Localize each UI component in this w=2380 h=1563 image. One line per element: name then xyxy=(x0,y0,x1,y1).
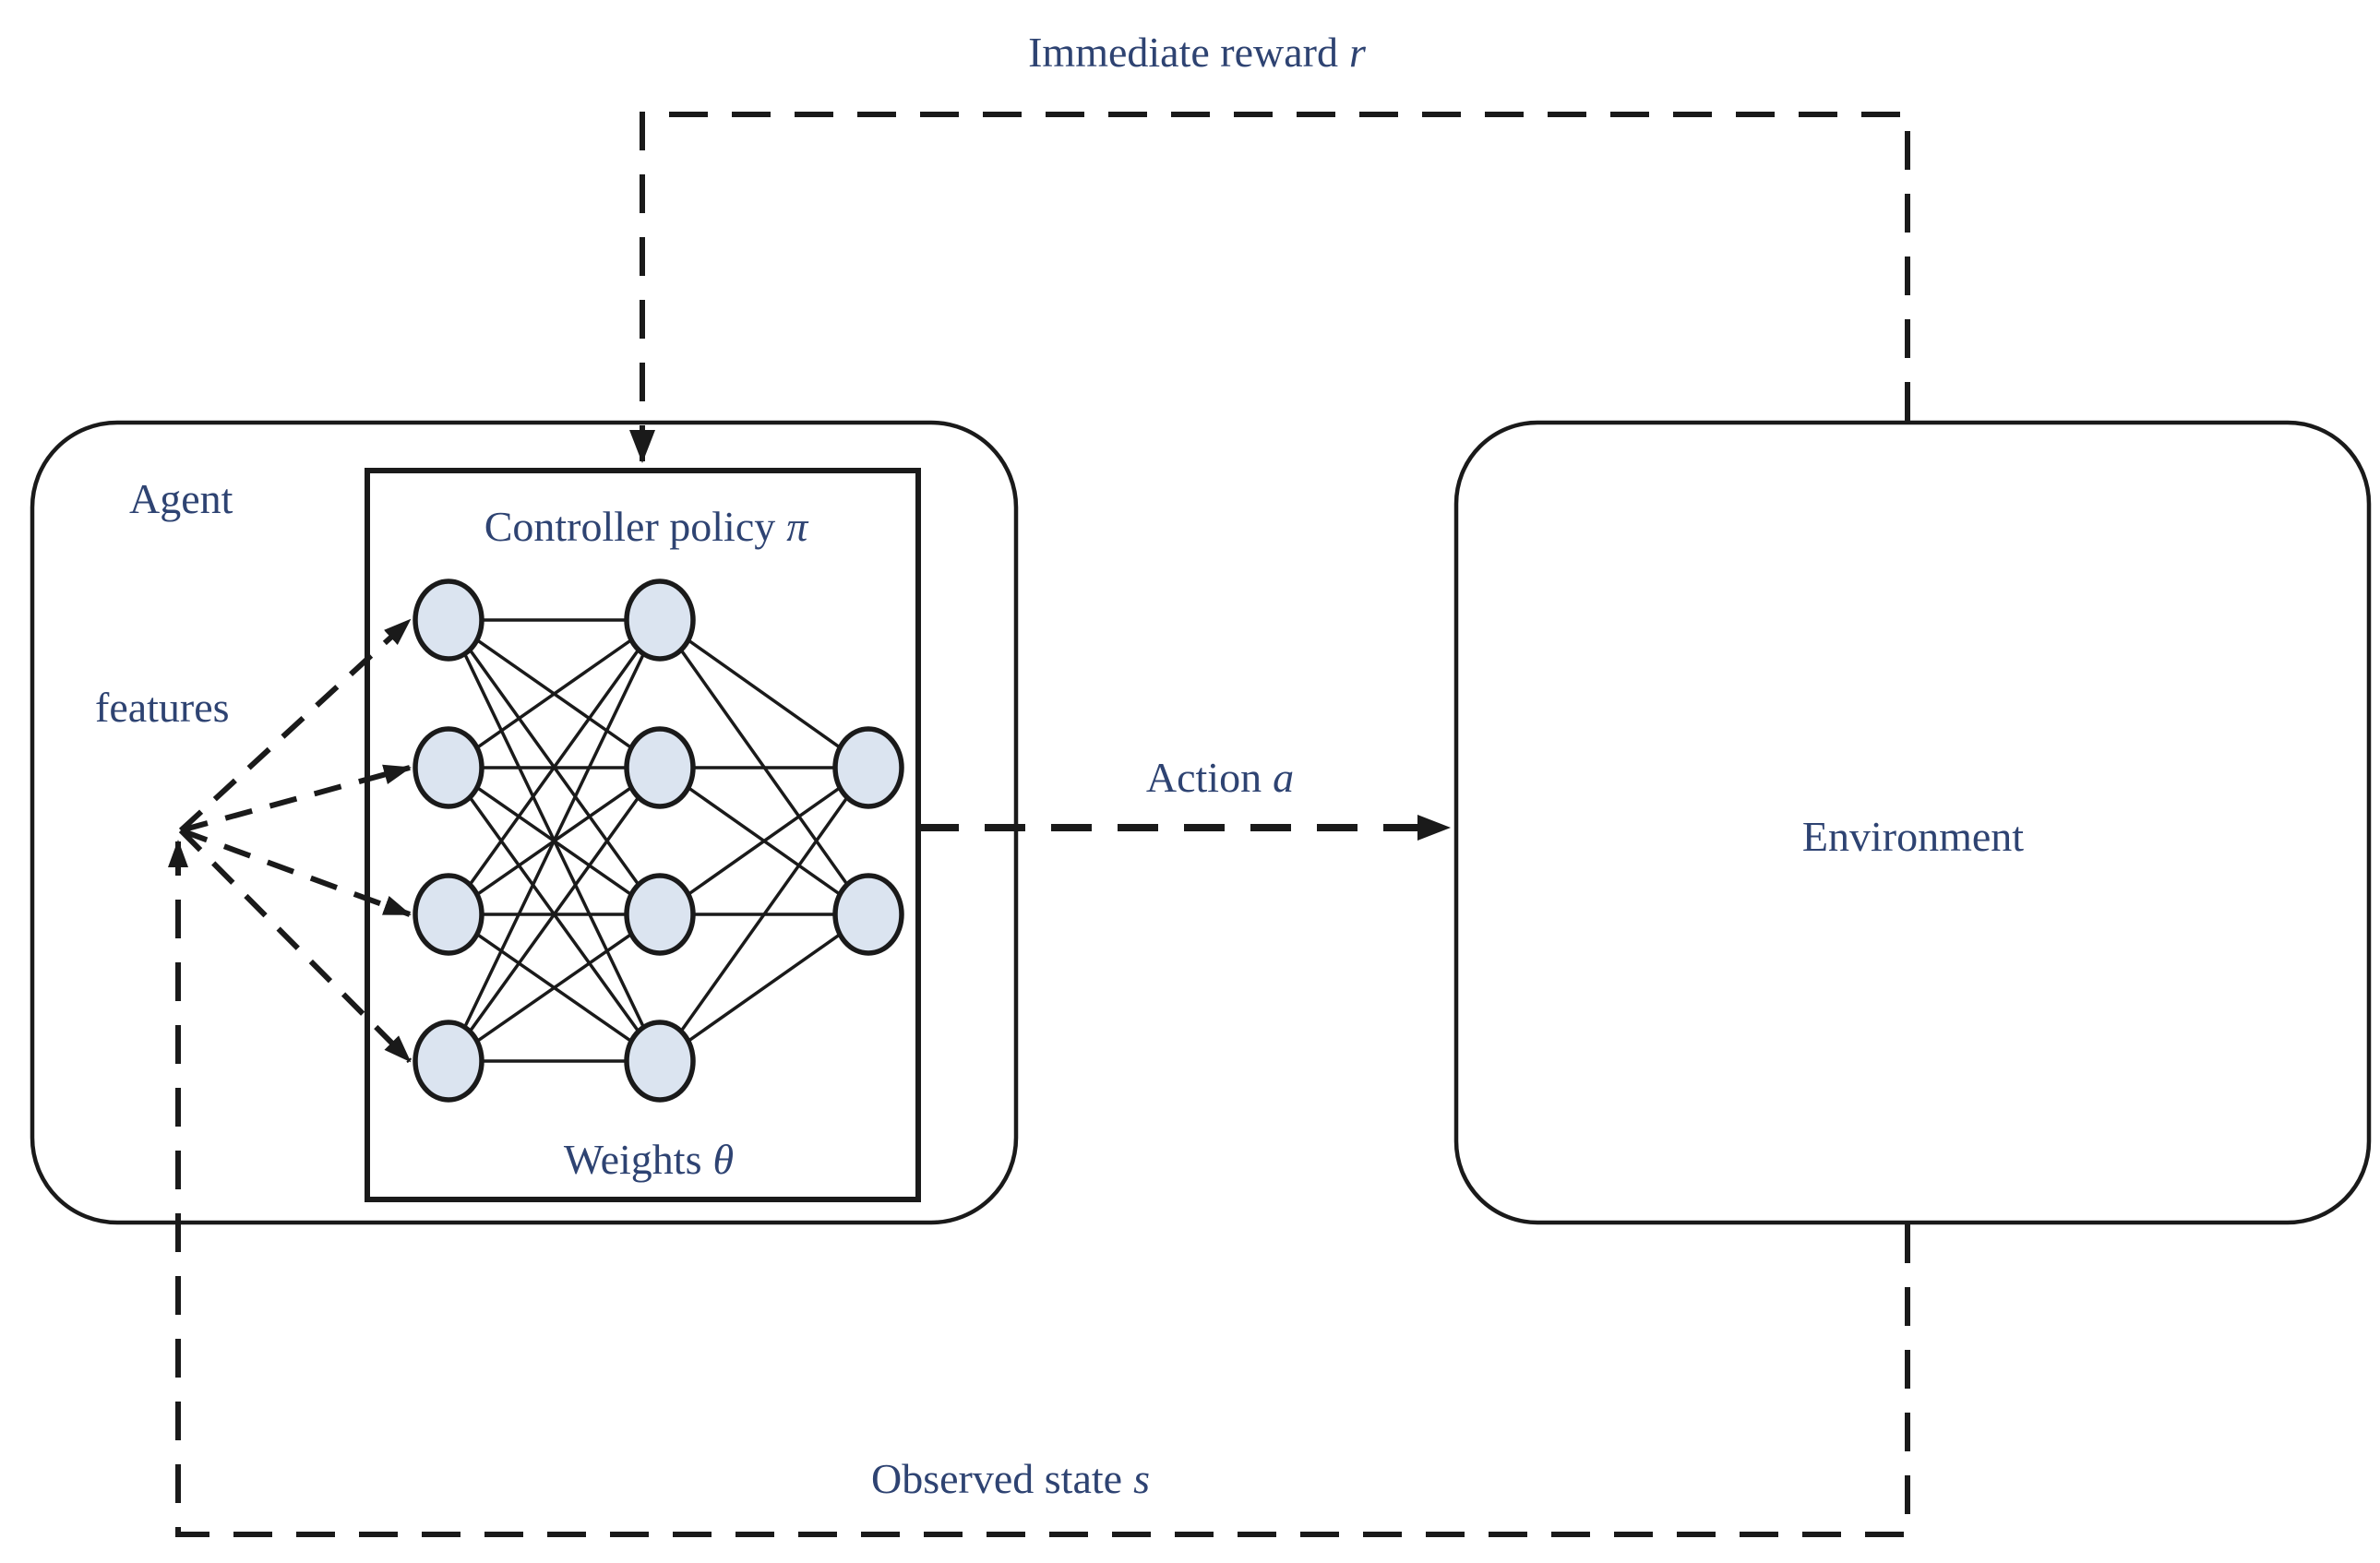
nn-link xyxy=(447,618,662,770)
agent-label: Agent xyxy=(129,475,233,522)
environment-label: Environment xyxy=(1802,813,2024,860)
controller-policy-symbol: π xyxy=(786,503,809,550)
neural-network xyxy=(178,579,904,1103)
nn-node xyxy=(832,726,904,809)
immediate-reward-symbol: r xyxy=(1349,29,1367,76)
controller-policy-text: Controller policy xyxy=(484,503,776,550)
nn-node xyxy=(832,873,904,956)
action-symbol: a xyxy=(1273,754,1294,801)
nn-link xyxy=(658,913,870,1063)
nn-node xyxy=(413,579,484,662)
weights-text: Weights xyxy=(564,1136,702,1183)
observed-state-text: Observed state xyxy=(871,1455,1122,1502)
nn-node xyxy=(624,873,696,956)
nn-link xyxy=(658,766,870,916)
feature-input-arrow xyxy=(178,617,413,833)
immediate-reward-flow-line xyxy=(629,112,1910,463)
nn-node xyxy=(413,873,484,956)
feature-input-arrow xyxy=(178,828,413,1064)
nn-node xyxy=(413,726,484,809)
nn-link xyxy=(448,913,661,1063)
feature-input-arrow xyxy=(180,764,412,833)
nn-node xyxy=(624,579,696,662)
nn-link xyxy=(447,766,662,1063)
nn-node xyxy=(413,1020,484,1103)
nn-node xyxy=(624,726,696,809)
weights-symbol: θ xyxy=(713,1136,735,1183)
nn-link xyxy=(447,618,662,916)
observed-state-symbol: s xyxy=(1133,1455,1150,1502)
nn-link xyxy=(447,619,662,1062)
immediate-reward-text: Immediate reward xyxy=(1028,29,1338,76)
nn-link xyxy=(658,618,870,770)
environment-box xyxy=(1453,420,2372,1225)
feature-input-arrow xyxy=(179,828,412,917)
nn-node xyxy=(624,1020,696,1103)
nn-link xyxy=(658,766,870,1063)
action-text: Action xyxy=(1146,754,1262,801)
observed-state-flow-line xyxy=(168,840,1910,1537)
features-label: features xyxy=(95,684,230,731)
